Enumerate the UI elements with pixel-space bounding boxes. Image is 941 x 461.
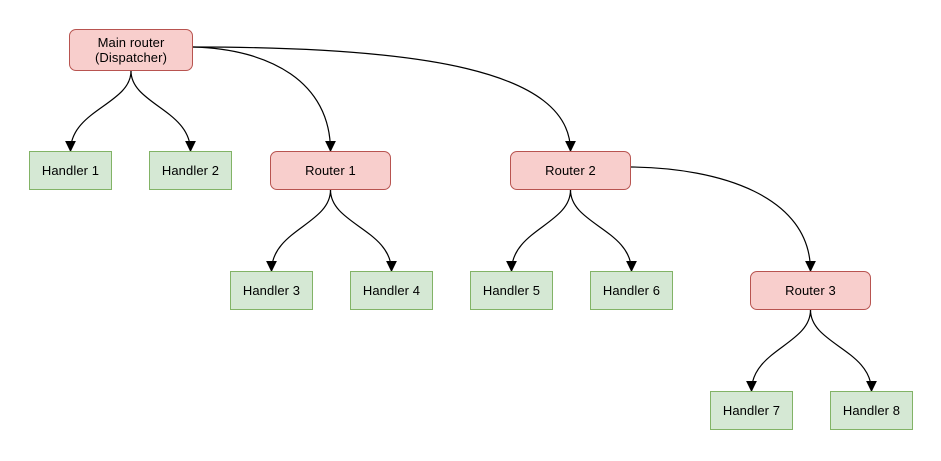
node-label-router-2: Router 2 <box>545 163 596 178</box>
arrowhead-handler-7 <box>746 381 757 393</box>
node-label-handler-2: Handler 2 <box>161 163 220 178</box>
edge-router-3-to-handler-8 <box>809 309 873 392</box>
node-handler-3[interactable]: Handler 3 <box>230 271 313 310</box>
node-label-handler-7: Handler 7 <box>722 403 781 418</box>
node-label-handler-3: Handler 3 <box>242 283 301 298</box>
node-label-handler-1: Handler 1 <box>41 163 100 178</box>
arrowhead-router-2 <box>565 141 576 153</box>
arrowhead-router-1 <box>325 141 336 153</box>
node-label-router-3: Router 3 <box>785 283 836 298</box>
arrowhead-handler-5 <box>506 261 517 273</box>
edge-router-2-to-router-3 <box>630 166 812 272</box>
node-handler-4[interactable]: Handler 4 <box>350 271 433 310</box>
edge-router-3-to-handler-7 <box>750 309 812 392</box>
node-label-handler-6: Handler 6 <box>602 283 661 298</box>
node-label-handler-5: Handler 5 <box>482 283 541 298</box>
node-router-2[interactable]: Router 2 <box>510 151 631 190</box>
edge-main-router-to-router-1 <box>192 46 332 152</box>
arrowhead-handler-4 <box>386 261 397 273</box>
arrowhead-handler-6 <box>626 261 637 273</box>
edge-router-1-to-handler-4 <box>329 189 393 272</box>
edge-main-router-to-handler-1 <box>69 70 132 152</box>
node-handler-8[interactable]: Handler 8 <box>830 391 913 430</box>
node-handler-2[interactable]: Handler 2 <box>149 151 232 190</box>
arrowhead-handler-2 <box>185 141 196 153</box>
node-router-3[interactable]: Router 3 <box>750 271 871 310</box>
edge-router-2-to-handler-5 <box>510 189 572 272</box>
edge-router-2-to-handler-6 <box>569 189 633 272</box>
node-router-1[interactable]: Router 1 <box>270 151 391 190</box>
arrowhead-handler-3 <box>266 261 277 273</box>
node-label-router-1: Router 1 <box>305 163 356 178</box>
arrowhead-router-3 <box>805 261 816 273</box>
node-main-router[interactable]: Main router (Dispatcher) <box>69 29 193 71</box>
node-label-handler-8: Handler 8 <box>842 403 901 418</box>
edge-main-router-to-handler-2 <box>130 70 192 152</box>
arrowhead-handler-8 <box>866 381 877 393</box>
node-label-main-router: Main router (Dispatcher) <box>95 35 167 65</box>
node-handler-6[interactable]: Handler 6 <box>590 271 673 310</box>
arrowhead-handler-1 <box>65 141 76 153</box>
node-handler-1[interactable]: Handler 1 <box>29 151 112 190</box>
edge-main-router-to-router-2 <box>192 46 572 152</box>
node-handler-7[interactable]: Handler 7 <box>710 391 793 430</box>
edge-router-1-to-handler-3 <box>270 189 332 272</box>
node-handler-5[interactable]: Handler 5 <box>470 271 553 310</box>
node-label-handler-4: Handler 4 <box>362 283 421 298</box>
